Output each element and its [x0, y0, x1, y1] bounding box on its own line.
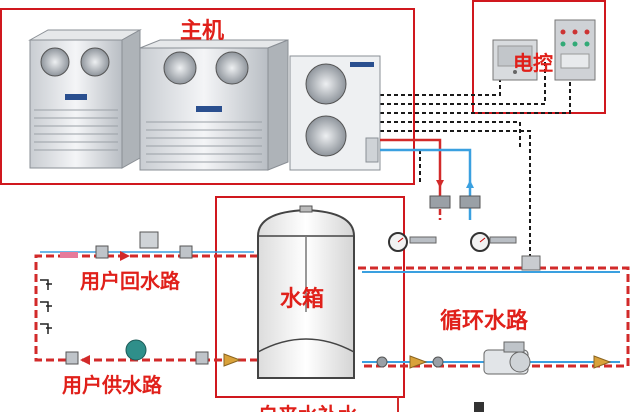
label-user-return: 用户回水路: [80, 269, 181, 293]
label-control: 电控: [513, 51, 553, 75]
bottom-fragments: [398, 396, 484, 412]
user-supply-valves: [66, 340, 240, 366]
host-pipes: [380, 140, 470, 220]
host-pipe-valves: [430, 180, 480, 208]
user-terminals: [40, 280, 52, 334]
label-host: 主机: [180, 19, 224, 44]
circulation-pump: [484, 342, 530, 374]
host-unit-2: [140, 40, 288, 170]
signal-lines: [380, 60, 570, 260]
pressure-gauge-left: [389, 233, 436, 251]
flow-switch: [522, 256, 540, 270]
host-unit-3: [290, 56, 380, 170]
user-supply-arrow: [80, 355, 90, 365]
control-panel: [555, 20, 595, 80]
label-circulation: 循环水路: [440, 308, 529, 334]
label-tank: 水箱: [280, 286, 324, 312]
host-unit-1: [30, 30, 140, 168]
label-bottom-partial: 自来水补水: [258, 403, 359, 412]
pressure-gauge-right: [471, 233, 516, 251]
label-user-supply: 用户供水路: [62, 373, 163, 397]
